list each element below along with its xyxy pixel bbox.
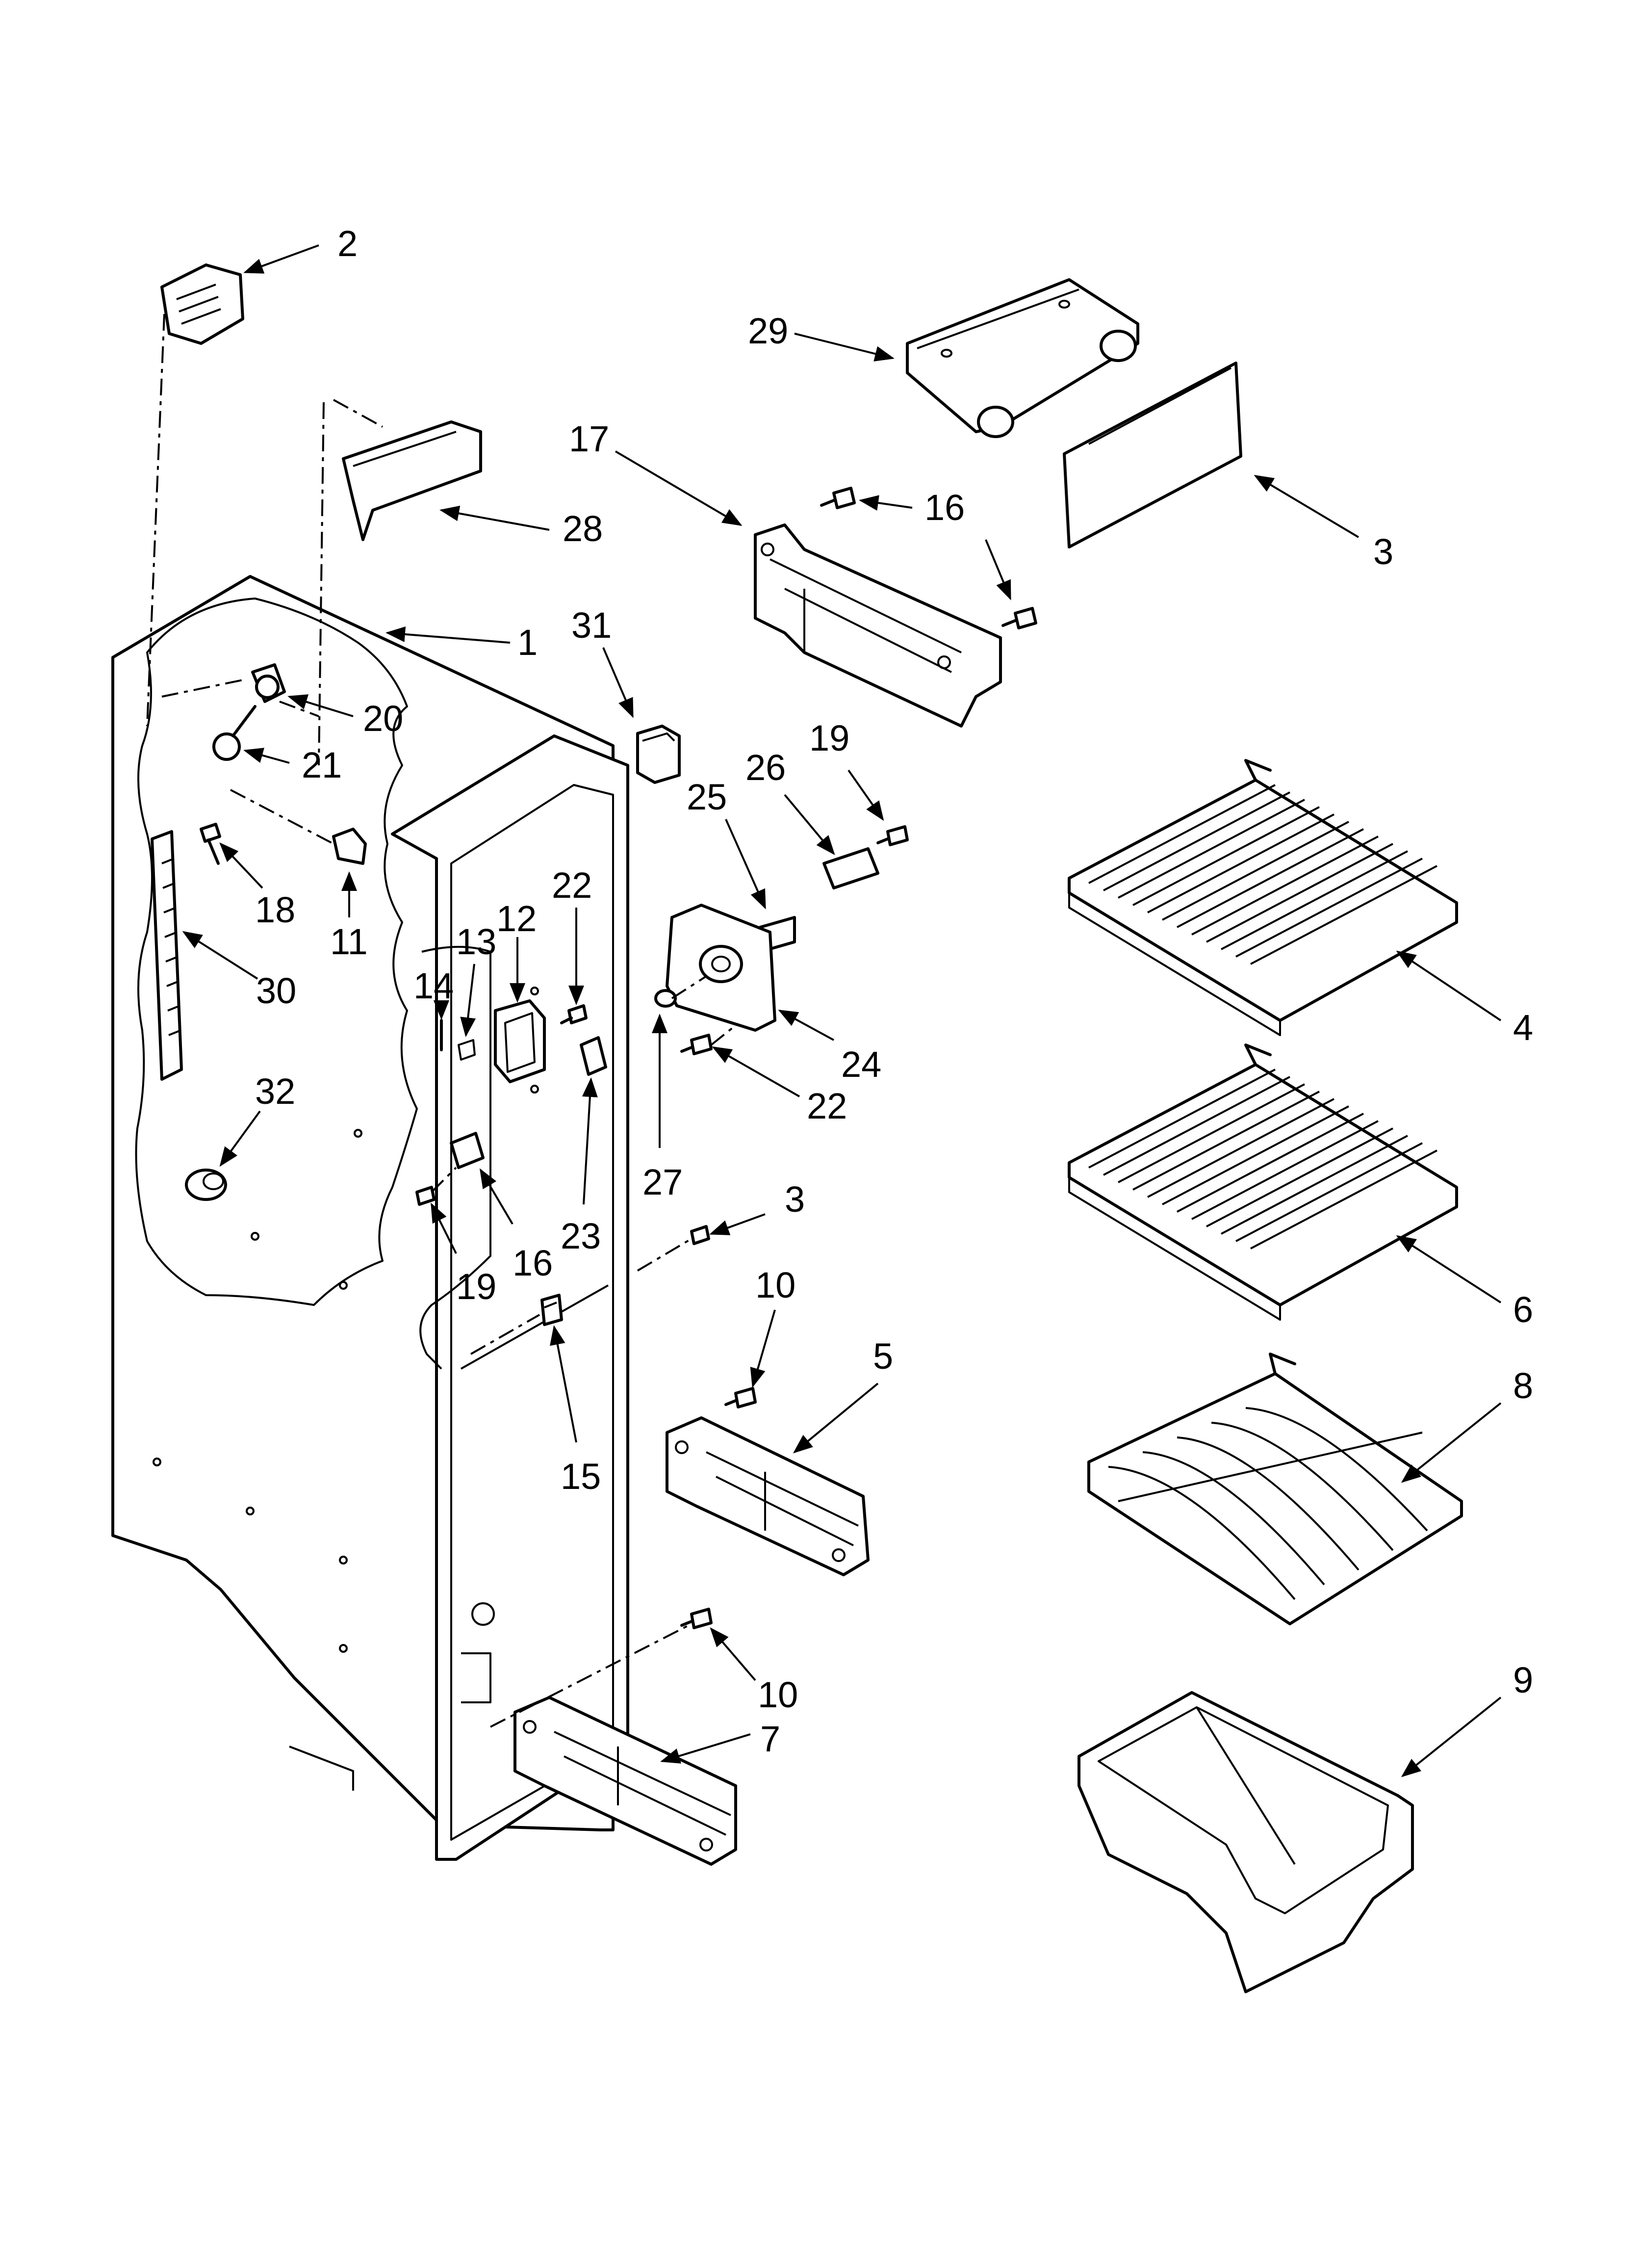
dashed-guide-15 [470, 1314, 540, 1355]
callout-25: 25 [687, 777, 727, 817]
callout-31: 31 [571, 605, 612, 646]
part-27-plunger [654, 989, 677, 1008]
callout-16a: 16 [924, 487, 965, 528]
part-31-cap [636, 725, 681, 784]
callout-9: 9 [1513, 1660, 1533, 1700]
part-28-shield [342, 420, 482, 541]
callout-24: 24 [841, 1044, 881, 1085]
callout-21: 21 [302, 745, 342, 785]
part-16b-board [450, 1132, 485, 1169]
callout-5: 5 [873, 1336, 893, 1377]
dashed-guide-19b [431, 1167, 457, 1193]
callout-28: 28 [563, 508, 603, 549]
callout-30: 30 [256, 970, 296, 1011]
part-30-rail [151, 830, 183, 1081]
callout-labels: 2 29 28 17 16 3 1 31 20 21 19 26 25 18 1… [255, 223, 1533, 1759]
part-29-hinge-cover [906, 278, 1139, 438]
callout-2: 2 [337, 223, 358, 264]
part-2-cover [160, 263, 244, 345]
leader-lines [182, 244, 1502, 1777]
part-17-bracket [754, 523, 1002, 728]
part-5-rail [666, 1416, 870, 1576]
part-6-shelf [1068, 1043, 1458, 1321]
callout-3b: 3 [785, 1179, 805, 1220]
callout-29: 29 [748, 311, 788, 351]
part-12-switch-housing [494, 999, 546, 1083]
part-19a-screw [876, 825, 909, 846]
callout-20: 20 [363, 698, 403, 739]
part-10a-screw [724, 1387, 757, 1408]
callout-12: 12 [496, 898, 537, 939]
callout-15: 15 [561, 1456, 601, 1497]
callout-10a: 10 [755, 1265, 795, 1305]
part-7-rail [513, 1696, 737, 1866]
dashed-guide-28 [318, 399, 383, 766]
part-21-bulb [212, 705, 257, 761]
part-9-bin [1078, 1691, 1414, 1993]
callout-11: 11 [330, 921, 368, 962]
part-16a-screw-top [820, 487, 856, 509]
part-22a-screw [560, 1004, 588, 1024]
callout-4: 4 [1513, 1007, 1533, 1048]
part-19b-screw [415, 1186, 436, 1206]
part-10b-screw [680, 1608, 713, 1629]
callout-3a: 3 [1373, 531, 1393, 572]
part-8-wire-shelf [1087, 1353, 1463, 1625]
part-16a-screw-bottom [1001, 607, 1037, 629]
callout-26: 26 [745, 747, 786, 788]
dashed-guide-3b [637, 1238, 693, 1272]
part-22b-screw [680, 1034, 713, 1055]
dashed-guide-24 [671, 975, 737, 1046]
callout-6: 6 [1513, 1289, 1533, 1330]
part-24-housing [666, 904, 776, 1032]
callout-18: 18 [255, 889, 295, 930]
part-13-spring [458, 1039, 476, 1061]
part-23-bracket [580, 1036, 607, 1076]
part-20-socket [251, 663, 286, 703]
callout-10b: 10 [758, 1674, 798, 1715]
part-32-fitting [185, 1169, 227, 1201]
dashed-guide-10b [490, 1623, 692, 1728]
callout-13: 13 [456, 921, 496, 962]
callout-32: 32 [255, 1071, 295, 1112]
part-3b-screw [690, 1225, 710, 1245]
callout-27: 27 [642, 1162, 683, 1202]
callout-14: 14 [413, 965, 454, 1006]
part-18-screw [200, 823, 221, 865]
part-26-board [822, 847, 879, 889]
callout-23: 23 [561, 1216, 601, 1256]
part-3-panel [1063, 362, 1242, 548]
part-4-shelf [1068, 759, 1458, 1036]
callout-16b: 16 [513, 1243, 553, 1283]
callout-1: 1 [517, 622, 538, 663]
callout-19b: 19 [456, 1266, 496, 1307]
part-11-clip [332, 828, 367, 865]
cabinet-liner [111, 575, 629, 1861]
dashed-guide-11 [230, 789, 334, 845]
callout-22b: 22 [807, 1086, 847, 1126]
callout-7: 7 [760, 1719, 780, 1759]
callout-8: 8 [1513, 1365, 1533, 1406]
dashed-guide-2 [146, 313, 165, 727]
part-15-switch [540, 1294, 563, 1326]
callout-19a: 19 [809, 718, 849, 758]
callout-17: 17 [569, 418, 609, 459]
callout-22a: 22 [552, 865, 592, 906]
dashed-guide-20 [161, 678, 319, 717]
